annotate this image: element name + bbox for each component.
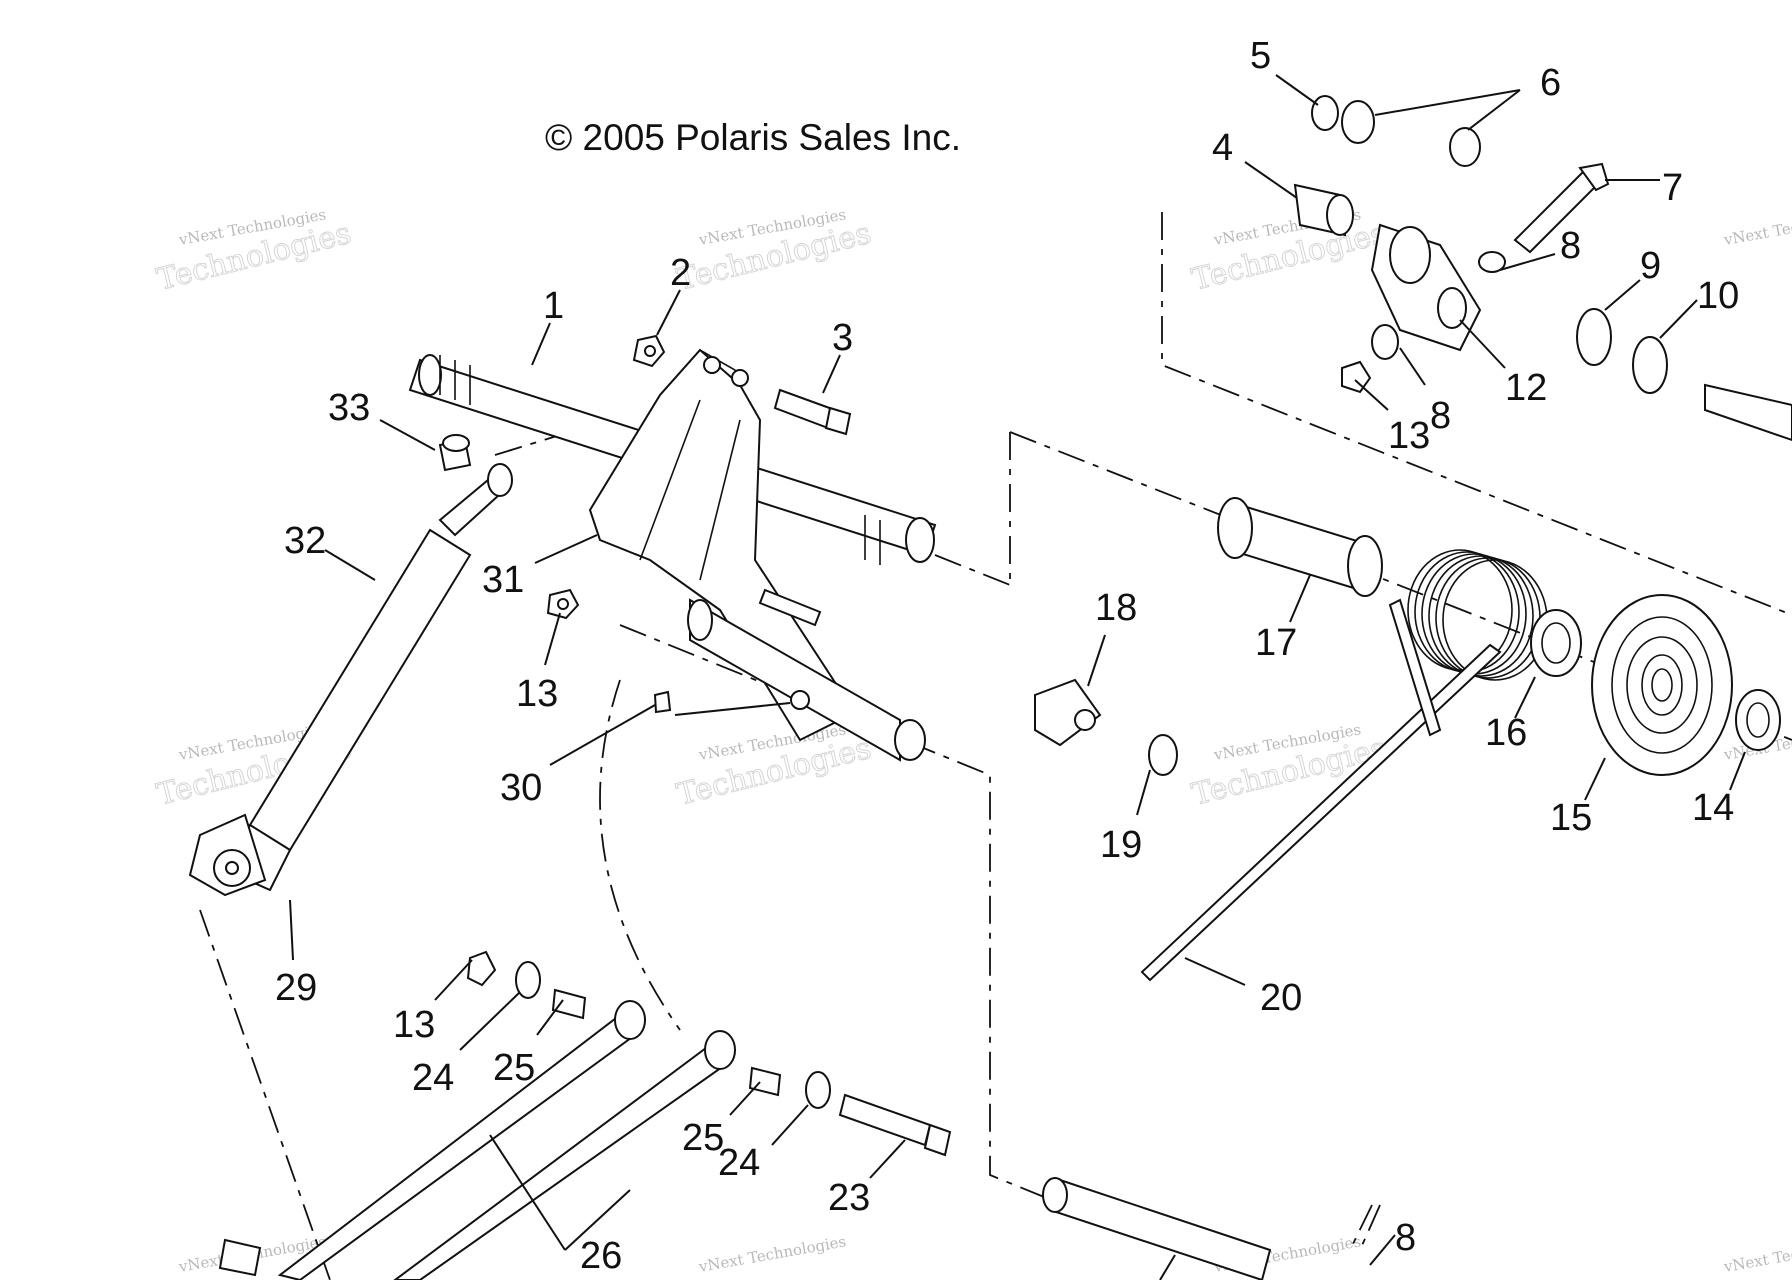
watermark-text: vNext Technologies xyxy=(1722,205,1792,249)
callout-24-left: 24 xyxy=(412,1057,454,1099)
spring-and-wheel-parts xyxy=(1034,497,1781,982)
watermark-group: vNext Technologies Technologies vNext Te… xyxy=(153,205,1792,1276)
idler-wheel xyxy=(1591,594,1733,776)
callout-8-lower: 8 xyxy=(1395,1217,1416,1259)
callout-15: 15 xyxy=(1550,797,1592,839)
lower-link-parts xyxy=(218,950,1272,1280)
shock-absorber xyxy=(188,463,513,897)
callout-3: 3 xyxy=(832,317,853,359)
watermark-text: vNext Technologies xyxy=(697,1232,848,1276)
callout-9: 9 xyxy=(1640,245,1661,287)
callout-8-middle: 8 xyxy=(1430,395,1451,437)
callout-29: 29 xyxy=(275,967,317,1009)
callout-4: 4 xyxy=(1212,127,1233,169)
torque-arm-hardware xyxy=(1293,95,1792,442)
small-hardware-left xyxy=(438,334,852,714)
callout-20: 20 xyxy=(1260,977,1302,1019)
callout-2: 2 xyxy=(670,252,691,294)
callout-10: 10 xyxy=(1697,275,1739,317)
callout-6: 6 xyxy=(1540,62,1561,104)
leader-lines xyxy=(289,74,1746,1280)
callout-33: 33 xyxy=(328,387,370,429)
callout-16: 16 xyxy=(1485,712,1527,754)
callout-19: 19 xyxy=(1100,824,1142,866)
callout-labels: 1 2 3 4 5 6 7 8 9 10 12 8 13 33 32 31 13… xyxy=(275,35,1739,1277)
callout-13-upper-right: 13 xyxy=(1388,415,1430,457)
callout-23: 23 xyxy=(828,1177,870,1219)
pivot-arm-bracket xyxy=(588,348,926,762)
callout-13-lower: 13 xyxy=(393,1004,435,1046)
callout-25-right: 25 xyxy=(682,1117,724,1159)
callout-26: 26 xyxy=(580,1235,622,1277)
callout-30: 30 xyxy=(500,767,542,809)
callout-14: 14 xyxy=(1692,787,1734,829)
callout-32: 32 xyxy=(284,520,326,562)
watermark-text: vNext Technologies xyxy=(1722,1232,1792,1276)
callout-12: 12 xyxy=(1505,367,1547,409)
callout-24-right: 24 xyxy=(718,1142,760,1184)
callout-1: 1 xyxy=(543,285,564,327)
callout-25-left: 25 xyxy=(493,1047,535,1089)
callout-5: 5 xyxy=(1250,35,1271,77)
callout-13-left: 13 xyxy=(516,673,558,715)
callout-17: 17 xyxy=(1255,622,1297,664)
copyright-text: © 2005 Polaris Sales Inc. xyxy=(545,117,961,158)
callout-18: 18 xyxy=(1095,587,1137,629)
torsion-spring xyxy=(1140,549,1548,982)
callout-7: 7 xyxy=(1662,167,1683,209)
callout-8-upper: 8 xyxy=(1560,225,1581,267)
callout-31: 31 xyxy=(482,559,524,601)
